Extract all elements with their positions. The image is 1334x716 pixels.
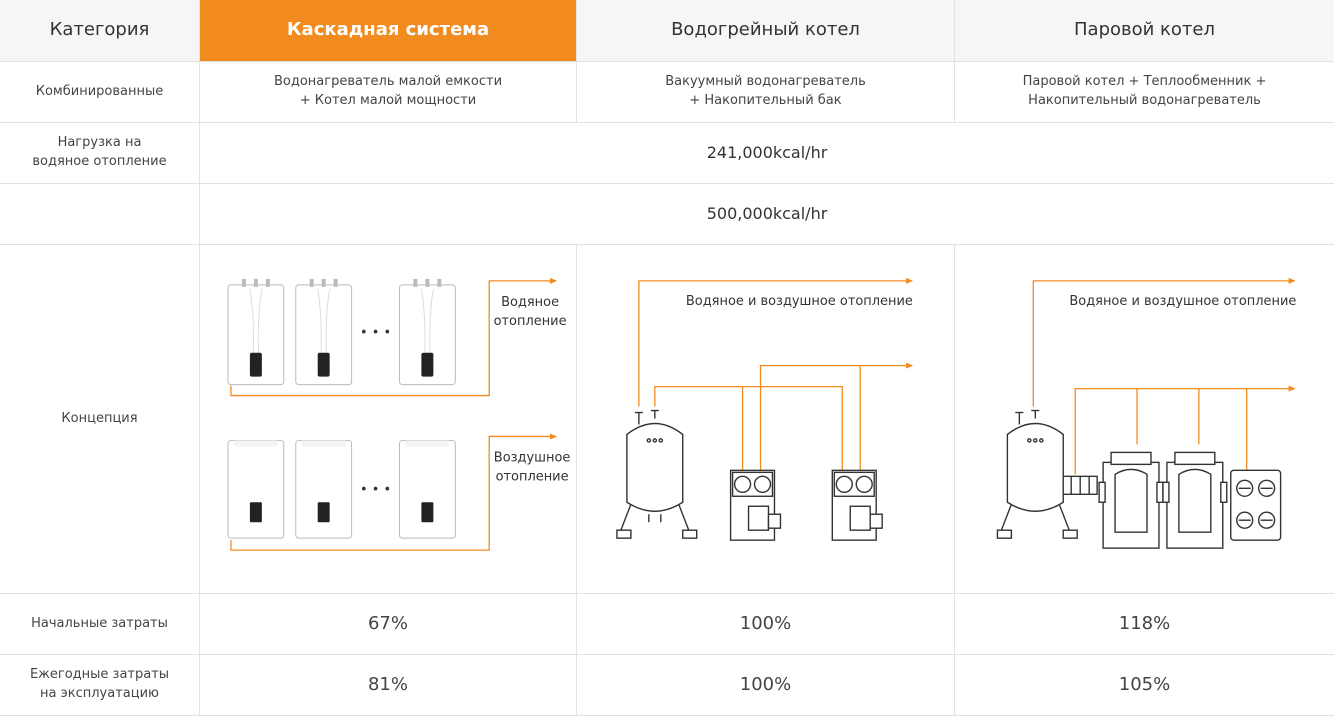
row-label-annual-line2: на эксплуатацию bbox=[40, 686, 159, 701]
cascade-diagram: • • • Водяное отопление • • • bbox=[227, 277, 571, 551]
fan-unit-icon bbox=[1230, 469, 1282, 541]
steam-boiler-label: Водяное и воздушное отопление bbox=[1069, 294, 1296, 309]
header-steam-boiler[interactable]: Паровой котел bbox=[955, 0, 1334, 62]
row-label-annual-line1: Ежегодные затраты bbox=[29, 667, 170, 683]
concept-steam-boiler: Водяное и воздушное отопление bbox=[955, 245, 1334, 594]
cascade-water-label-line1: Водяное bbox=[501, 295, 559, 310]
water-heater-icon bbox=[295, 278, 353, 386]
combined-water-boiler: Вакуумный водонагреватель + Накопительны… bbox=[577, 62, 955, 123]
steam-boiler-main-pipe bbox=[1032, 277, 1296, 407]
concept-cascade: • • • Водяное отопление • • • bbox=[200, 245, 577, 594]
vacuum-heater-icon bbox=[831, 469, 883, 541]
combined-cascade-line1: Водонагреватель малой емкости bbox=[273, 74, 503, 90]
boiler-icon bbox=[227, 439, 285, 539]
annual-cost-steam-boiler: 105% bbox=[955, 655, 1334, 716]
row-label-annual-cost: Ежегодные затраты на эксплуатацию bbox=[0, 655, 200, 716]
initial-cost-cascade: 67% bbox=[200, 594, 577, 655]
row-label-load-line1: Нагрузка на bbox=[57, 135, 142, 151]
water-boiler-main-pipe bbox=[638, 277, 914, 407]
storage-tank-icon bbox=[996, 409, 1078, 539]
cascade-air-pipe bbox=[230, 433, 558, 551]
annual-cost-cascade: 81% bbox=[200, 655, 577, 716]
row-label-initial-cost: Начальные затраты bbox=[0, 594, 200, 655]
water-boiler-branch-pipe bbox=[759, 362, 914, 475]
header-cascade-system[interactable]: Каскадная система bbox=[200, 0, 577, 62]
cascade-water-pipe bbox=[230, 277, 558, 397]
water-heater-icon bbox=[398, 278, 456, 386]
storage-tank-icon bbox=[616, 409, 698, 539]
steam-boiler-icon bbox=[1098, 451, 1164, 549]
load-value: 241,000kcal/hr bbox=[200, 123, 1334, 184]
initial-cost-water-boiler: 100% bbox=[577, 594, 955, 655]
boiler-icon bbox=[295, 439, 353, 539]
combined-water-line1: Вакуумный водонагреватель bbox=[665, 74, 866, 90]
initial-cost-steam-boiler: 118% bbox=[955, 594, 1334, 655]
water-boiler-diagram: Водяное и воздушное отопление bbox=[616, 277, 914, 541]
header-water-boiler[interactable]: Водогрейный котел bbox=[577, 0, 955, 62]
water-boiler-label: Водяное и воздушное отопление bbox=[686, 294, 913, 309]
cascade-water-label-line2: отопление bbox=[494, 314, 567, 329]
water-boiler-return-pipe bbox=[654, 385, 843, 475]
row-label-concept: Концепция bbox=[0, 245, 200, 594]
combined-steam-boiler: Паровой котел + Теплообменник + Накопите… bbox=[955, 62, 1334, 123]
combined-steam-line2: Накопительный водонагреватель bbox=[1028, 93, 1261, 108]
concept-water-boiler: Водяное и воздушное отопление bbox=[577, 245, 955, 594]
cascade-ellipsis-bottom: • • • bbox=[360, 482, 391, 497]
combined-water-line2: + Накопительный бак bbox=[689, 93, 842, 108]
row-label-load: Нагрузка на водяное отопление bbox=[0, 123, 200, 184]
combined-cascade: Водонагреватель малой емкости + Котел ма… bbox=[200, 62, 577, 123]
header-category: Категория bbox=[0, 0, 200, 62]
combined-steam-line1: Паровой котел + Теплообменник + bbox=[1022, 74, 1267, 90]
cascade-air-label-line1: Воздушное bbox=[494, 450, 571, 465]
annual-cost-water-boiler: 100% bbox=[577, 655, 955, 716]
row-label-combined: Комбинированные bbox=[0, 62, 200, 123]
steam-boiler-loop-pipe bbox=[1074, 385, 1296, 475]
vacuum-heater-icon bbox=[729, 469, 782, 541]
boiler-icon bbox=[398, 439, 456, 539]
row-label-load-line2: водяное отопление bbox=[32, 154, 167, 169]
combined-cascade-line2: + Котел малой мощности bbox=[299, 93, 477, 108]
cascade-ellipsis-top: • • • bbox=[360, 326, 391, 341]
load2-value: 500,000kcal/hr bbox=[200, 184, 1334, 245]
heat-exchanger-icon bbox=[1062, 475, 1098, 495]
steam-boiler-diagram: Водяное и воздушное отопление bbox=[996, 277, 1296, 549]
water-heater-icon bbox=[227, 278, 285, 386]
row-label-load2 bbox=[0, 184, 200, 245]
cascade-air-label-line2: отопление bbox=[496, 469, 569, 484]
steam-boiler-icon bbox=[1162, 451, 1228, 549]
